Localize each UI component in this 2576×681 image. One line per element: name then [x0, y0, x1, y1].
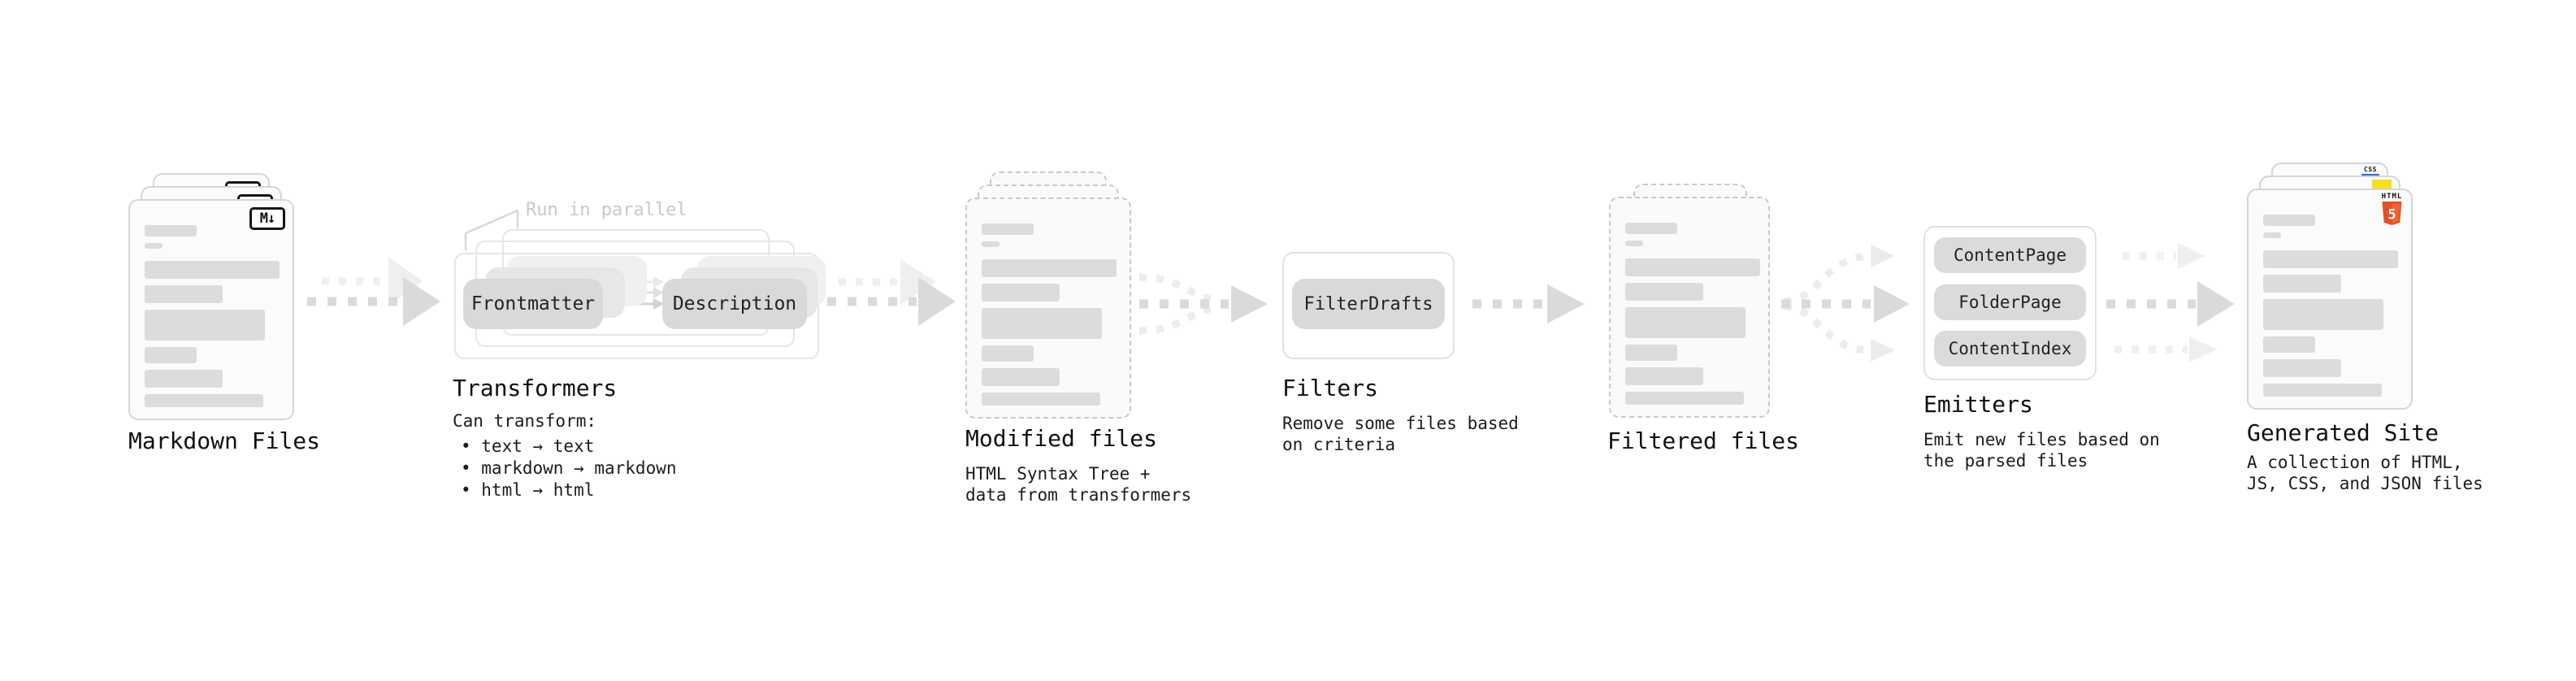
text-line-placeholder: [1625, 392, 1744, 405]
contentindex-chip: ContentIndex: [1934, 331, 2086, 367]
text-line-placeholder: [145, 310, 265, 340]
text-line-placeholder: [145, 394, 263, 407]
text-line-placeholder: [982, 345, 1034, 362]
transformers-bullet-list: • text → text • markdown → markdown • ht…: [453, 436, 677, 501]
frontmatter-chip: Frontmatter: [463, 279, 603, 329]
transform-bullet: • html → html: [461, 480, 595, 500]
text-line-placeholder: [1625, 223, 1677, 234]
contentpage-chip: ContentPage: [1934, 237, 2086, 273]
text-line-placeholder: [1625, 345, 1677, 361]
html5-number: 5: [2387, 207, 2396, 223]
filterdrafts-chip: FilterDrafts: [1292, 279, 1445, 329]
transformers-subtitle: Can transform:: [453, 411, 597, 431]
text-line-placeholder: [2263, 336, 2315, 353]
filters-description: Remove some files based on criteria: [1282, 414, 1519, 454]
filtered-file-card-front: [1609, 197, 1770, 418]
text-line-placeholder: [982, 393, 1100, 406]
text-line-placeholder: [145, 243, 163, 249]
text-line-placeholder: [1625, 258, 1760, 276]
markdown-file-card-front: M↓: [128, 199, 294, 420]
emitters-description: Emit new files based on the parsed files: [1923, 430, 2160, 471]
html5-label: HTML: [2381, 193, 2403, 201]
run-in-parallel-label: Run in parallel: [526, 200, 687, 220]
text-line-placeholder: [982, 223, 1034, 235]
text-line-placeholder: [145, 285, 223, 303]
text-line-placeholder: [2263, 359, 2341, 377]
html5-icon: HTML 5: [2381, 193, 2403, 226]
text-line-placeholder: [1625, 307, 1746, 338]
transform-bullet: • text → text: [461, 436, 595, 456]
html5-shield: 5: [2382, 202, 2402, 225]
text-line-placeholder: [145, 347, 197, 363]
text-line-placeholder: [982, 259, 1117, 277]
text-line-placeholder: [982, 284, 1060, 301]
text-line-placeholder: [2263, 384, 2382, 397]
modified-file-card-front: [965, 197, 1131, 419]
text-line-placeholder: [1625, 367, 1703, 385]
document-text-placeholder: [130, 201, 293, 419]
document-text-placeholder: [1611, 198, 1768, 416]
text-line-placeholder: [2263, 275, 2341, 293]
folderpage-chip: FolderPage: [1934, 284, 2086, 320]
transformer-layer-front: [454, 253, 819, 359]
markdown-files-title: Markdown Files: [128, 427, 321, 454]
text-line-placeholder: [145, 370, 223, 388]
text-line-placeholder: [982, 308, 1102, 339]
transformers-title: Transformers: [453, 375, 618, 401]
text-line-placeholder: [2263, 232, 2281, 238]
document-text-placeholder: [2249, 190, 2411, 408]
filters-title: Filters: [1282, 375, 1379, 401]
text-line-placeholder: [982, 241, 1000, 247]
text-line-placeholder: [145, 225, 197, 236]
generated-file-card-front: HTML 5: [2247, 189, 2413, 410]
emitters-title: Emitters: [1923, 391, 2033, 418]
css-label: CSS: [2364, 166, 2377, 173]
generated-site-title: Generated Site: [2247, 419, 2439, 446]
markdown-icon: M↓: [249, 207, 285, 230]
text-line-placeholder: [145, 261, 280, 279]
modified-files-title: Modified files: [965, 425, 1158, 452]
text-line-placeholder: [1625, 241, 1643, 246]
transform-bullet: • markdown → markdown: [461, 458, 677, 478]
description-chip: Description: [662, 279, 807, 329]
text-line-placeholder: [2263, 250, 2398, 268]
generated-site-description: A collection of HTML, JS, CSS, and JSON …: [2247, 453, 2483, 493]
text-line-placeholder: [2263, 215, 2315, 226]
filtered-files-title: Filtered files: [1607, 427, 1800, 454]
text-line-placeholder: [2263, 299, 2383, 330]
document-text-placeholder: [967, 199, 1130, 417]
text-line-placeholder: [1625, 283, 1703, 301]
text-line-placeholder: [982, 368, 1060, 386]
modified-files-description: HTML Syntax Tree + data from transformer…: [965, 464, 1192, 505]
